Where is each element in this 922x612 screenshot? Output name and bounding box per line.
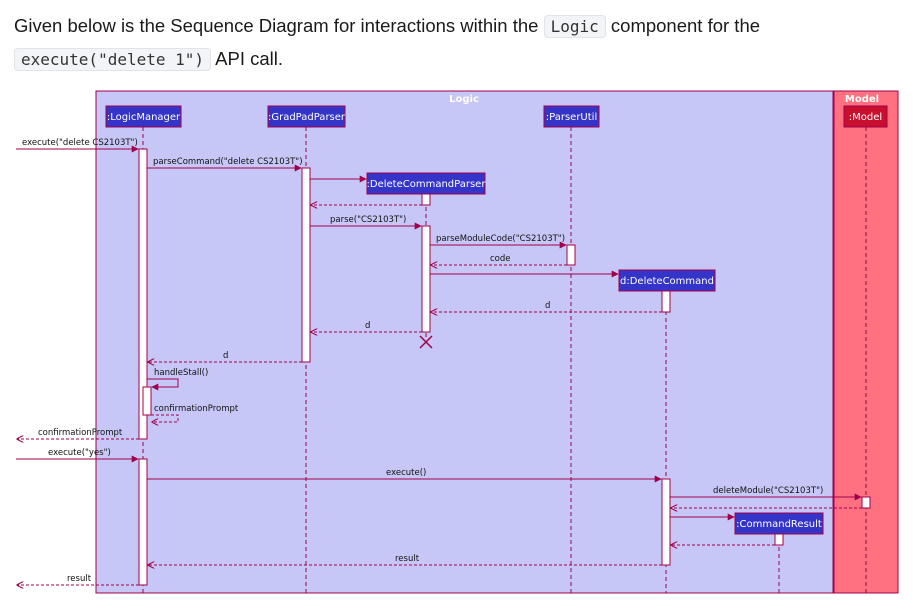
message-code-label: code [490, 254, 511, 264]
activation-command-result [774, 533, 784, 546]
activation-delete-command-parser-2 [421, 225, 431, 333]
message-d-label-2: d [365, 321, 370, 331]
participant-gradpad-parser-label: :GradPadParser [268, 112, 346, 123]
participant-logic-manager-label: :LogicManager [107, 112, 181, 123]
model-frame [833, 90, 899, 594]
message-d-label-3: d [223, 351, 228, 361]
activation-delete-command-2 [661, 478, 671, 566]
message-confirmation-self-label: confirmationPrompt [154, 404, 239, 414]
logic-frame-label: Logic [449, 94, 479, 105]
activation-model [861, 496, 871, 509]
intro-code-execute: execute("delete 1") [14, 48, 212, 71]
activation-gradpad-parser [301, 167, 311, 363]
message-handle-stall-arrow [147, 378, 179, 391]
participant-gradpad-parser-box [267, 105, 346, 128]
message-parse-label: parse("CS2103T") [330, 215, 406, 225]
participant-command-result-label: :CommandResult [736, 519, 822, 530]
intro-text-1: Given below is the Sequence Diagram for … [14, 15, 539, 36]
participant-parser-util-label: :ParserUtil [546, 112, 597, 123]
intro-paragraph: Given below is the Sequence Diagram for … [14, 10, 914, 76]
intro-text-2: component for the [610, 15, 761, 36]
message-execute-yes-label: execute("yes") [48, 448, 111, 458]
message-confirmation-self-arrow [151, 414, 179, 422]
participant-delete-command-parser-label: :DeleteCommandParser [367, 179, 487, 190]
activation-logic-manager-nested [142, 386, 152, 416]
message-execute-delete-label: execute("delete CS2103T") [22, 138, 138, 148]
message-d-label-1: d [545, 301, 550, 311]
participant-model-box [843, 105, 888, 128]
message-result-label-1: result [395, 554, 420, 564]
participant-logic-manager-box [105, 105, 182, 128]
activation-bars [138, 148, 871, 586]
activation-logic-manager-2 [138, 458, 148, 586]
message-confirmation-return-label: confirmationPrompt [38, 428, 123, 438]
message-result-label-2: result [67, 574, 92, 584]
messages [16, 145, 862, 585]
message-handle-stall-label: handleStall() [154, 368, 208, 378]
activation-logic-manager-1 [138, 148, 148, 440]
activation-parser-util [566, 244, 576, 266]
message-execute-label: execute() [386, 468, 426, 478]
activation-delete-command-parser-1 [421, 193, 431, 206]
message-delete-module-label: deleteModule("CS2103T") [713, 486, 823, 496]
activation-delete-command-1 [661, 290, 671, 313]
intro-code-logic: Logic [543, 15, 606, 38]
participant-delete-command-label: d:DeleteCommand [620, 276, 714, 287]
model-frame-label: Model [845, 94, 879, 105]
participant-parser-util-box [543, 105, 600, 128]
intro-text-3: API call. [215, 48, 284, 69]
participant-model-label: :Model [849, 112, 882, 123]
message-parse-command-label: parseCommand("delete CS2103T") [153, 157, 303, 167]
destroy-icon [419, 335, 433, 349]
message-parse-module-code-label: parseModuleCode("CS2103T") [436, 234, 565, 244]
